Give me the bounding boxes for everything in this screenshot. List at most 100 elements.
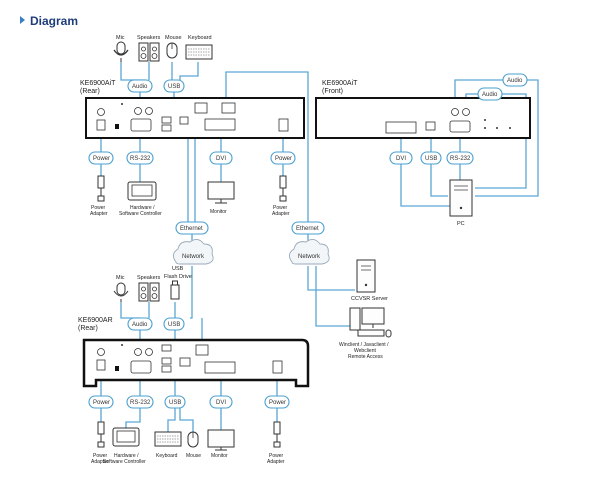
mic-label: Mic <box>116 35 125 41</box>
rx-rear-unit: KE6900AR (Rear) <box>78 317 310 388</box>
speakers-icon <box>138 42 160 62</box>
audio-pill-front-1: Audio <box>502 73 528 87</box>
audio-pill-rx: Audio <box>127 317 153 331</box>
monitor-icon-tx <box>207 181 235 204</box>
svg-text:Audio: Audio <box>132 84 148 90</box>
workstation-icon <box>349 307 392 338</box>
monitor-label-rx: Monitor <box>211 453 228 459</box>
tx-rear-model: KE6900AiT <box>80 80 116 87</box>
svg-text:RS-232: RS-232 <box>130 400 151 406</box>
rx-rear-model: KE6900AR <box>78 317 113 324</box>
monitor-icon-rx <box>207 429 235 451</box>
ccvsr-server-icon <box>356 259 376 293</box>
svg-text:Power: Power <box>275 156 292 162</box>
usb-pill-front: USB <box>420 151 442 165</box>
tx-rear-unit: KE6900AiT (Rear) <box>80 80 305 139</box>
svg-text:Power: Power <box>93 156 110 162</box>
svg-text:Audio: Audio <box>132 322 148 328</box>
svg-text:Ethernet: Ethernet <box>180 226 203 232</box>
controller-rx-label-a: Hardware / <box>114 453 139 459</box>
wires <box>100 62 539 432</box>
power-adapter-icon-4 <box>273 421 281 448</box>
controller-icon <box>127 181 157 201</box>
rx-rear-side: (Rear) <box>78 325 98 332</box>
usb-flash-drive-icon <box>170 280 180 300</box>
svg-text:USB: USB <box>168 84 180 90</box>
power-pill-rx: Power <box>88 395 114 409</box>
power-adapter-label-4b: Adapter <box>267 459 285 465</box>
tx-front-model: KE6900AiT <box>322 80 358 87</box>
keyboard-label-rx: Keyboard <box>156 453 178 459</box>
power-adapter-label-2b: Adapter <box>272 211 290 217</box>
tx-front-unit: KE6900AiT (Front) <box>315 80 531 139</box>
keyboard-icon-rx <box>154 431 182 447</box>
svg-text:USB: USB <box>425 156 437 162</box>
speakers-label: Speakers <box>137 35 160 41</box>
diagram-header: Diagram <box>20 14 78 28</box>
usb-pill-rx-top: USB <box>163 317 185 331</box>
svg-text:DVI: DVI <box>396 156 406 162</box>
svg-text:Audio: Audio <box>482 92 498 98</box>
svg-text:DVI: DVI <box>216 400 226 406</box>
svg-text:Power: Power <box>93 400 110 406</box>
mic-icon-rx <box>113 282 129 302</box>
controller-label-b: Software Controller <box>119 211 162 217</box>
svg-text:USB: USB <box>169 400 181 406</box>
usb-flash-label-a: USB <box>172 266 184 272</box>
mouse-icon-rx <box>187 431 199 448</box>
svg-text:USB: USB <box>168 322 180 328</box>
diagram-title: Diagram <box>30 14 78 28</box>
controller-label-a: Hardware / <box>130 205 155 211</box>
power-adapter-label-4a: Power <box>269 453 284 459</box>
speakers-label-rx: Speakers <box>137 275 160 281</box>
speakers-icon-rx <box>138 282 160 302</box>
mouse-label-rx: Mouse <box>186 453 201 459</box>
power-adapter-label-3b: Adapter <box>91 459 109 465</box>
ethernet-pill-left: Ethernet <box>175 221 209 235</box>
svg-text:RS-232: RS-232 <box>130 156 151 162</box>
mic-label-rx: Mic <box>116 275 125 281</box>
winclient-label-b: Webclient <box>354 348 376 354</box>
ccvsr-label: CCVSR Server <box>351 296 388 302</box>
dvi-pill-rx: DVI <box>209 395 233 409</box>
dvi-pill-front: DVI <box>389 151 413 165</box>
power-adapter-icon-1 <box>97 175 105 202</box>
svg-text:Ethernet: Ethernet <box>296 226 319 232</box>
pc-label: PC <box>457 221 465 227</box>
svg-text:RS-232: RS-232 <box>450 156 471 162</box>
audio-pill-top: Audio <box>127 79 153 93</box>
usb-flash-label-b: Flash Drive <box>164 274 192 280</box>
rs232-pill-tx: RS-232 <box>126 151 154 165</box>
winclient-label-a: Winclient / Javaclient / <box>339 342 389 348</box>
mouse-icon <box>166 42 178 59</box>
power-adapter-label-3a: Power <box>93 453 108 459</box>
controller-rx-label-b: Software Controller <box>103 459 146 465</box>
winclient-label-c: Remote Access <box>348 354 383 360</box>
keyboard-label: Keyboard <box>188 35 212 41</box>
network-cloud-right: Network <box>289 239 330 265</box>
svg-text:Network: Network <box>298 254 321 260</box>
network-cloud-left: Network <box>173 239 214 265</box>
power-adapter-label-1a: Power <box>91 205 106 211</box>
svg-text:DVI: DVI <box>216 156 226 162</box>
svg-text:Power: Power <box>269 400 286 406</box>
power-pill-tx: Power <box>88 151 114 165</box>
rx-top-peripherals: Mic Speakers USB Flash Drive <box>113 266 192 302</box>
top-peripherals: Mic Speakers Mouse Keyboard <box>113 35 213 62</box>
power-pill-rx-right: Power <box>264 395 290 409</box>
rs232-pill-front: RS-232 <box>446 151 474 165</box>
power-adapter-label-1b: Adapter <box>90 211 108 217</box>
monitor-label-tx: Monitor <box>210 209 227 215</box>
usb-pill-rx-bottom: USB <box>164 395 186 409</box>
power-adapter-icon-2 <box>279 175 287 202</box>
power-pill-tx-right: Power <box>270 151 296 165</box>
power-adapter-icon-3 <box>97 421 105 448</box>
header-arrow-icon <box>20 16 25 24</box>
pc-icon <box>449 179 473 217</box>
tx-rear-side: (Rear) <box>80 88 100 95</box>
usb-pill-top: USB <box>163 79 185 93</box>
power-adapter-label-2a: Power <box>273 205 288 211</box>
svg-text:Audio: Audio <box>507 78 523 84</box>
ethernet-pill-right: Ethernet <box>291 221 325 235</box>
mouse-label: Mouse <box>165 35 182 41</box>
